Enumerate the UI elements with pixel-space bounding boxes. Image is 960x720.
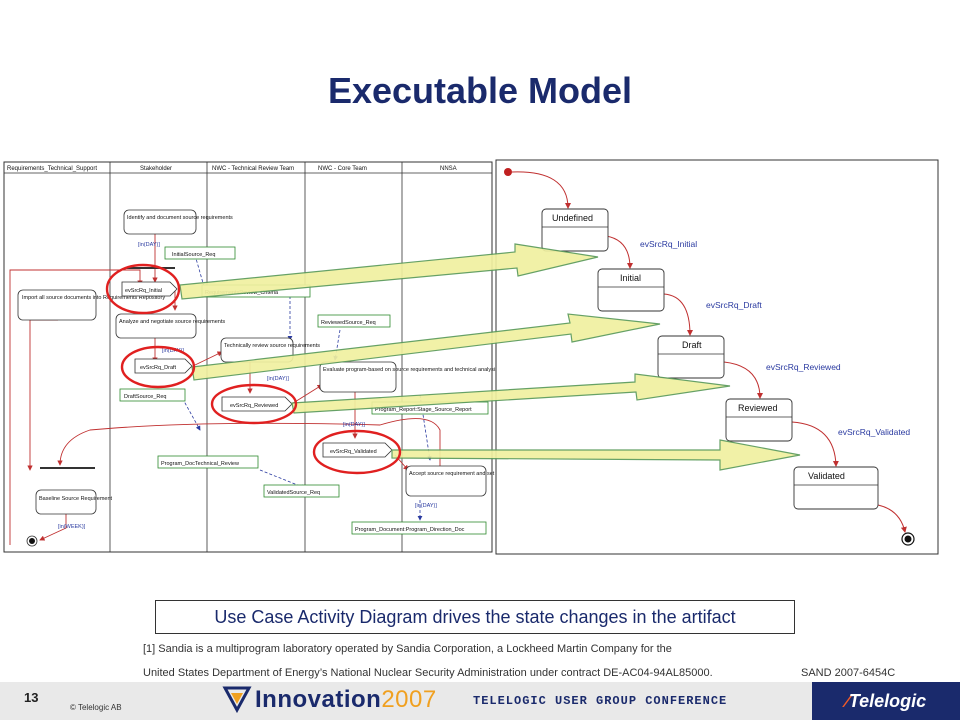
- object-prog-direction: Program_Document:Program_Direction_Doc: [355, 527, 465, 533]
- mapping-arrow-reviewed: [291, 373, 731, 414]
- svg-text:Identify and document source r: Identify and document source requirement…: [127, 215, 233, 221]
- guard-label: [in(WEEK)]: [58, 524, 86, 530]
- object-prog-doc-review: Program_DocTechnical_Review: [161, 461, 239, 467]
- state-reviewed: Reviewed: [725, 398, 793, 442]
- mapping-arrow-initial: [179, 243, 599, 300]
- svg-text:Validated: Validated: [808, 471, 845, 481]
- svg-text:Initial: Initial: [620, 273, 641, 283]
- mapping-arrows: [179, 243, 801, 471]
- telelogic-logo: ⁄Telelogic: [812, 682, 960, 720]
- guard-label: [in(DAY)]: [138, 242, 160, 248]
- footnote-line-2: United States Department of Energy’s Nat…: [143, 667, 713, 679]
- highlight-ring-reviewed: [210, 383, 298, 425]
- guard-label: [in(DAY)]: [162, 348, 184, 354]
- action-accept: Accept source requirement and set progra…: [405, 465, 539, 497]
- sand-id: SAND 2007-6454C: [801, 667, 896, 679]
- transition-label: evSrcRq_Draft: [706, 300, 762, 310]
- state-validated: Validated: [793, 466, 879, 510]
- lane-header-3: NWC - Technical Review Team: [212, 166, 294, 172]
- guard-label: [in(DAY)]: [343, 422, 365, 428]
- page-number: 13: [24, 690, 39, 705]
- svg-text:Baseline Source Requirement: Baseline Source Requirement: [39, 496, 113, 502]
- diagram-canvas: Requirements_Technical_Support Stakehold…: [3, 159, 939, 555]
- action-import: Import all source documents into Require…: [17, 289, 165, 321]
- object-reviewed-req: ReviewedSource_Req: [321, 320, 376, 326]
- svg-text:Analyze and negotiate source r: Analyze and negotiate source requirement…: [119, 319, 225, 325]
- activity-final-node: [26, 535, 38, 547]
- highlight-ring-initial: [105, 263, 181, 315]
- highlight-ring-draft: [120, 345, 196, 389]
- innovation-logo-icon: [222, 686, 252, 714]
- transition-label: evSrcRq_Validated: [838, 427, 910, 437]
- object-prog-report: Program_Report:Stage_Source_Report: [375, 407, 472, 413]
- signal-send-draft: evSrcRq_Draft: [140, 365, 177, 371]
- copyright: © Telelogic AB: [70, 703, 122, 712]
- state-initial: Initial: [597, 268, 665, 312]
- lane-header-4: NWC - Core Team: [318, 166, 367, 172]
- signal-send-initial: evSrcRq_Initial: [125, 288, 162, 294]
- svg-text:Accept source requirement and: Accept source requirement and set progra…: [409, 471, 539, 477]
- activity-diagram: Requirements_Technical_Support Stakehold…: [3, 161, 539, 553]
- svg-text:Technically review source requ: Technically review source requirements: [224, 343, 320, 349]
- innovation-logo: Innovation2007: [255, 686, 437, 713]
- action-identify: Identify and document source requirement…: [123, 209, 233, 235]
- telelogic-mark-icon: ⁄: [845, 690, 849, 711]
- signal-send-reviewed: evSrcRq_Reviewed: [230, 403, 278, 409]
- mapping-arrow-draft: [191, 313, 661, 381]
- mapping-arrow-validated: [391, 439, 801, 471]
- object-draft-req: DraftSource_Req: [124, 394, 167, 400]
- highlight-ring-validated: [312, 429, 402, 475]
- highlight-rings: [105, 263, 402, 475]
- statechart-diagram: Undefined Initial Draft Reviewed Validat…: [495, 159, 939, 555]
- lane-header-1: Requirements_Technical_Support: [7, 166, 97, 172]
- state-final-node: [901, 532, 915, 546]
- action-evaluate: Evaluate program-based on source require…: [319, 361, 498, 393]
- action-baseline: Baseline Source Requirement: [35, 489, 113, 515]
- object-validated-req: ValidatedSource_Req: [267, 490, 320, 496]
- transition-label: evSrcRq_Reviewed: [766, 362, 841, 372]
- signal-send-validated: evSrcRq_Validated: [330, 449, 377, 455]
- state-initial-pseudo: [504, 168, 512, 176]
- state-undefined: Undefined: [541, 208, 609, 252]
- guard-label: [in(DAY)]: [267, 376, 289, 382]
- svg-text:Draft: Draft: [682, 340, 702, 350]
- caption-box: Use Case Activity Diagram drives the sta…: [155, 600, 795, 634]
- svg-text:Evaluate program-based on sour: Evaluate program-based on source require…: [323, 367, 498, 373]
- footnote-line-1: [1] Sandia is a multiprogram laboratory …: [143, 643, 672, 655]
- svg-text:Reviewed: Reviewed: [738, 403, 778, 413]
- svg-text:Undefined: Undefined: [552, 213, 593, 223]
- transition-label: evSrcRq_Initial: [640, 239, 697, 249]
- state-draft: Draft: [657, 335, 725, 379]
- conference-name: TELELOGIC USER GROUP CONFERENCE: [473, 694, 728, 708]
- footer-bar: [0, 682, 960, 720]
- lane-header-2: Stakeholder: [140, 166, 172, 172]
- action-analyze: Analyze and negotiate source requirement…: [115, 313, 225, 339]
- lane-header-5: NNSA: [440, 166, 457, 172]
- svg-text:Import all source documents in: Import all source documents into Require…: [22, 295, 165, 301]
- slide-title: Executable Model: [327, 70, 633, 111]
- action-technical-review: Technically review source requirements: [220, 337, 320, 363]
- object-initial-req: InitialSource_Req: [172, 252, 215, 258]
- guard-label: [in(DAY)]: [415, 503, 437, 509]
